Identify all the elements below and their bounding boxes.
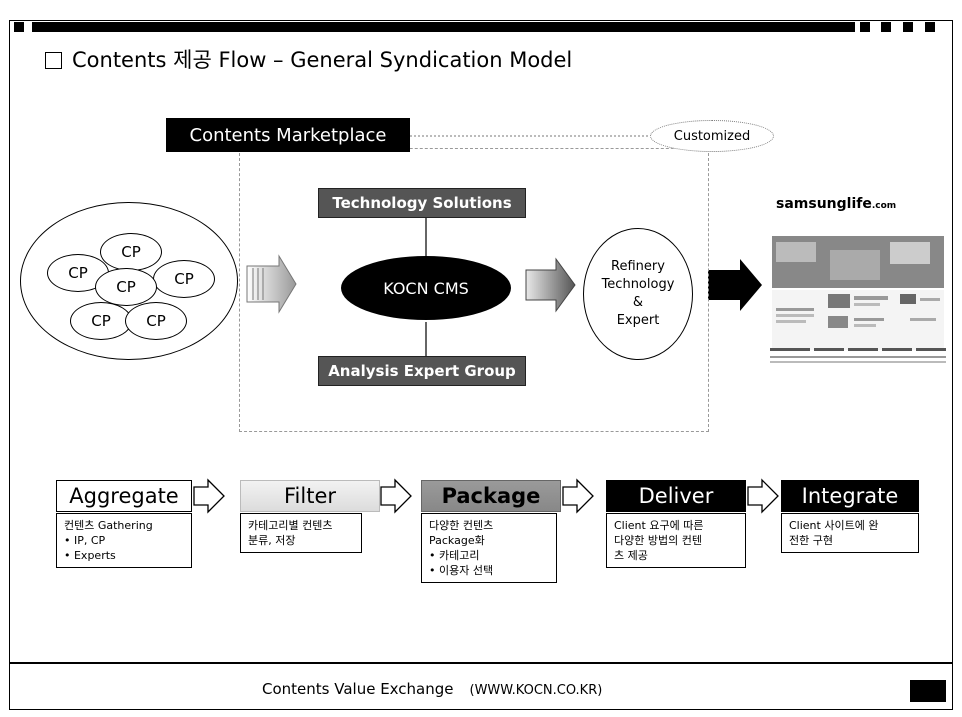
cms-node: KOCN CMS <box>341 256 511 320</box>
cp-label: CP <box>116 278 136 296</box>
stage-arrow-icon <box>380 478 412 514</box>
header-bar <box>32 22 855 32</box>
output-arrow-icon <box>708 259 762 311</box>
stage-arrow-icon <box>562 478 594 514</box>
cp-node: CP <box>153 260 215 298</box>
cp-label: CP <box>146 312 166 330</box>
desc-line: 다양한 컨텐츠 <box>429 519 494 532</box>
desc-line: 츠 제공 <box>614 549 648 562</box>
stage-desc-aggregate: 컨텐츠 Gathering • IP, CP • Experts <box>56 513 192 568</box>
stage-deliver: Deliver <box>606 480 746 512</box>
footer-url: (WWW.KOCN.CO.KR) <box>469 683 603 698</box>
cms-label: KOCN CMS <box>383 278 469 298</box>
header-square <box>881 22 891 32</box>
tech-solutions-box: Technology Solutions <box>318 188 526 218</box>
desc-line: • 이용자 선택 <box>429 564 494 577</box>
cp-node: CP <box>95 268 157 306</box>
checkbox-icon <box>45 52 62 69</box>
process-arrow-icon <box>525 257 576 313</box>
desc-line: 컨텐츠 Gathering <box>64 519 153 532</box>
footer-text: Contents Value Exchange <box>262 680 454 698</box>
cp-node: CP <box>100 233 162 271</box>
refinery-line: Technology <box>601 277 675 292</box>
customized-badge: Customized <box>650 120 774 152</box>
refinery-node: Refinery Technology & Expert <box>583 228 693 360</box>
marketplace-label: Contents Marketplace <box>166 118 410 152</box>
refinery-line: & <box>632 295 644 310</box>
refinery-line: Refinery <box>611 259 665 274</box>
site-screenshot-image <box>770 236 946 363</box>
footer: Contents Value Exchange (WWW.KOCN.CO.KR) <box>262 680 602 698</box>
desc-line: 분류, 저장 <box>248 534 296 547</box>
desc-line: Package화 <box>429 534 485 547</box>
cp-node: CP <box>70 302 132 340</box>
desc-line: • IP, CP <box>64 534 106 547</box>
header-square <box>14 22 24 32</box>
refinery-line: Expert <box>616 313 660 328</box>
desc-line: 다양한 방법의 컨텐 <box>614 534 702 547</box>
header-square <box>903 22 913 32</box>
analysis-box: Analysis Expert Group <box>318 356 526 386</box>
cp-label: CP <box>174 270 194 288</box>
header-square <box>860 22 870 32</box>
client-site-thumbnail: samsunglife.com <box>770 190 948 365</box>
stage-aggregate: Aggregate <box>56 480 192 512</box>
stage-desc-deliver: Client 요구에 따른 다양한 방법의 컨텐 츠 제공 <box>606 513 746 568</box>
cp-label: CP <box>91 312 111 330</box>
site-logo: samsunglife.com <box>776 196 896 212</box>
input-arrow-icon <box>246 254 297 314</box>
footer-square <box>910 680 946 702</box>
slide-title: Contents 제공 Flow – General Syndication M… <box>45 44 572 74</box>
desc-line: Client 요구에 따른 <box>614 519 704 532</box>
header-square <box>925 22 935 32</box>
slide-frame <box>9 20 953 710</box>
desc-line: 카테고리별 컨텐츠 <box>248 519 333 532</box>
stage-arrow-icon <box>193 478 225 514</box>
stage-desc-package: 다양한 컨텐츠 Package화 • 카테고리 • 이용자 선택 <box>421 513 557 583</box>
stage-package: Package <box>421 480 561 512</box>
desc-line: • Experts <box>64 549 116 562</box>
desc-line: Client 사이트에 완 <box>789 519 879 532</box>
stage-integrate: Integrate <box>781 480 919 512</box>
footer-divider <box>10 662 952 664</box>
desc-line: 전한 구현 <box>789 534 833 547</box>
customized-label: Customized <box>673 128 751 144</box>
stage-filter: Filter <box>240 480 380 512</box>
desc-line: • 카테고리 <box>429 549 480 562</box>
stage-desc-filter: 카테고리별 컨텐츠 분류, 저장 <box>240 513 362 553</box>
site-logo-text: samsunglife <box>776 196 872 212</box>
cp-label: CP <box>68 264 88 282</box>
site-logo-sub: .com <box>871 201 897 211</box>
cp-node: CP <box>125 302 187 340</box>
stage-arrow-icon <box>747 478 779 514</box>
cp-label: CP <box>121 243 141 261</box>
stage-desc-integrate: Client 사이트에 완 전한 구현 <box>781 513 919 553</box>
marketplace-region <box>239 148 709 432</box>
